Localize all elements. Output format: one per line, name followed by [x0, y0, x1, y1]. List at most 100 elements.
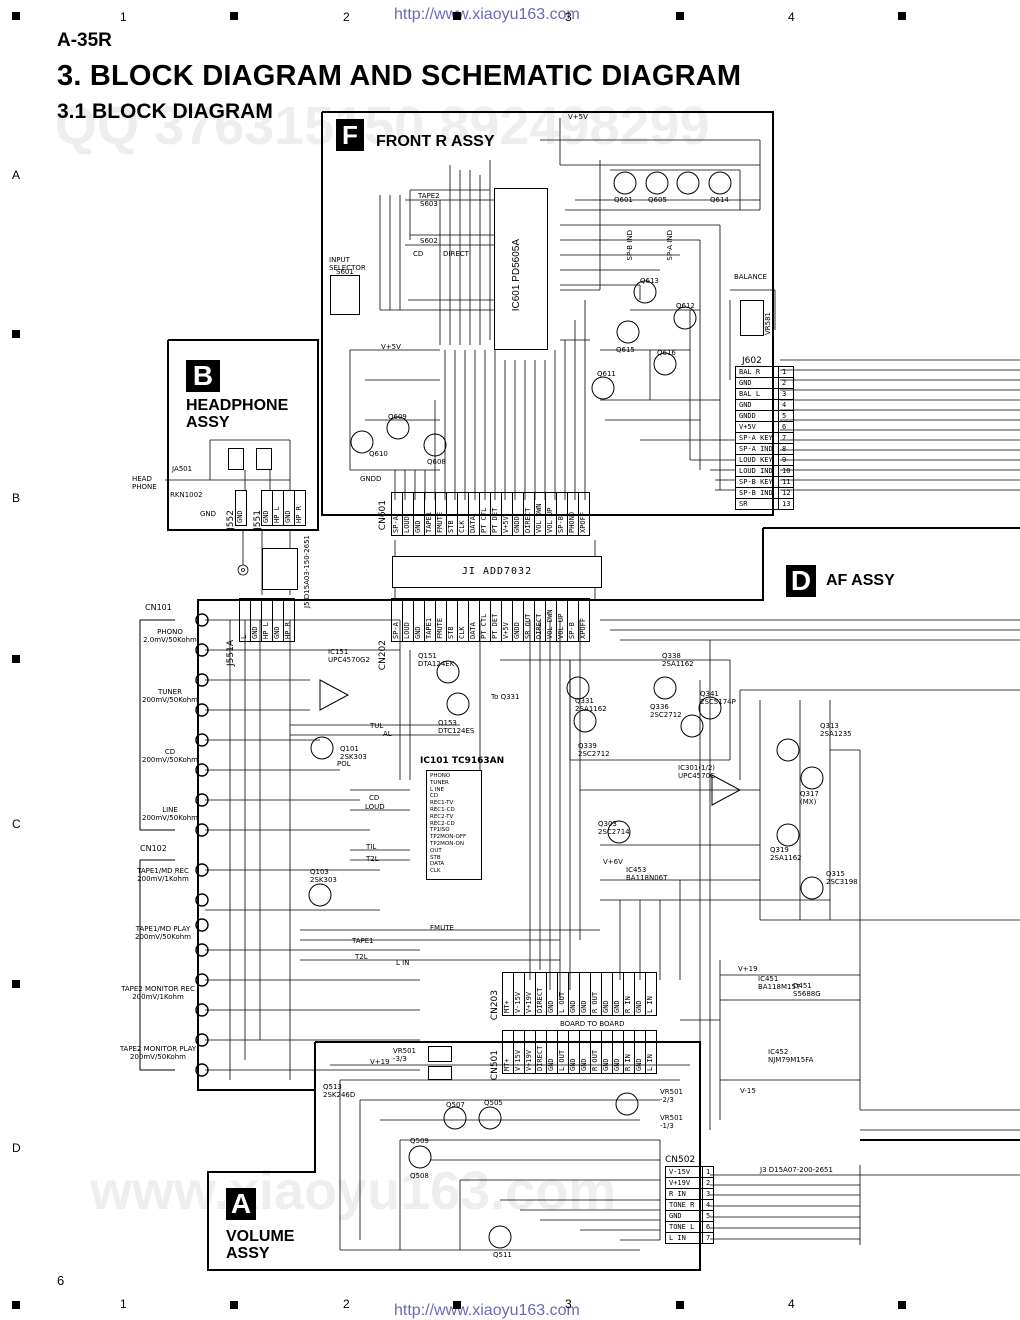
- grid-marker: [230, 1301, 238, 1309]
- q101-label: Q101 2SK303: [340, 745, 367, 761]
- grid-marker: [230, 12, 238, 20]
- ic452-label: IC452 NJM79M15FA: [768, 1048, 814, 1064]
- ic101-pin: L INE: [430, 786, 445, 793]
- cn501-pin: L IN: [645, 1030, 657, 1074]
- grid-marker: [12, 330, 20, 338]
- gndd-label: GNDD: [360, 475, 382, 483]
- q313-label: Q313 2SA1235: [820, 722, 852, 738]
- bottom-url-link[interactable]: http://www.xiaoyu163.com: [394, 1302, 580, 1319]
- ic101-pin: TUNER: [430, 779, 449, 786]
- grid-marker: [898, 12, 906, 20]
- ic101-pin: OUT: [430, 847, 442, 854]
- q103-label: Q103 2SK303: [310, 868, 337, 884]
- ic101-pin: REC2-CD: [430, 820, 455, 827]
- hp-filter-l: [228, 448, 244, 470]
- ic101-pin: TP2MON-ON: [430, 840, 464, 847]
- q341-label: Q341 2SC5174P: [700, 690, 736, 706]
- cn501-label: CN501: [490, 1050, 500, 1081]
- ic601-chip: IC601 PD5605A: [494, 188, 548, 350]
- volume-motor: [428, 1046, 452, 1062]
- af-label-cd: CD: [369, 794, 380, 802]
- q508-label: Q508: [410, 1172, 429, 1180]
- vr581-label: VR581: [764, 312, 772, 336]
- q336-label: Q336 2SC2712: [650, 703, 682, 719]
- top-url-link[interactable]: http://www.xiaoyu163.com: [394, 6, 580, 23]
- cn502-pin: L IN: [665, 1232, 703, 1244]
- grid-marker: [12, 12, 20, 20]
- cn601-connector: SP-A LOUD GND TAPE1 FMUTE STB CLK DATA P…: [391, 492, 590, 536]
- q611-label: Q611: [597, 370, 616, 378]
- tuner-input-label: TUNER 200mV/50Kohm: [141, 688, 198, 704]
- af-label-al: AL: [383, 730, 392, 738]
- input-selector-switch[interactable]: [330, 275, 360, 315]
- j602-pin-name: LOUD KEY: [735, 454, 779, 466]
- cn203-label: CN203: [490, 990, 500, 1021]
- cn502-pin: TONE L: [665, 1221, 703, 1233]
- grid-marker: [453, 1301, 461, 1309]
- af-label-til: TIL: [366, 843, 377, 851]
- ic151-label: IC151 UPC4570G2: [328, 648, 370, 664]
- vr501-c-label: VR501 -1/3: [660, 1114, 684, 1130]
- balance-label: BALANCE: [734, 273, 767, 281]
- j602-pin-name: SR: [735, 498, 779, 510]
- j602-label: J602: [742, 356, 762, 366]
- balance-knob[interactable]: [740, 300, 764, 336]
- ic101-pin: REC1-CD: [430, 806, 455, 813]
- q601-label: Q601: [614, 196, 633, 204]
- j602-pin-name: BAL L: [735, 388, 779, 400]
- model-name: A-35R: [57, 30, 112, 51]
- cd-input-label: CD 200mV/50Kohm: [141, 748, 198, 764]
- tape1-play-label: TAPE1/MD PLAY 200mV/50Kohm: [134, 925, 191, 941]
- tape1-rec-label: TAPE1/MD REC 200mV/1Kohm: [137, 867, 189, 883]
- grid-col-1-top: 1: [120, 10, 127, 24]
- af-label-pol: POL: [337, 760, 351, 768]
- direct-label: DIRECT: [443, 250, 469, 258]
- q151-label: Q151 DTA124EK: [418, 652, 455, 668]
- q609-label: Q609: [388, 413, 407, 421]
- j602-pin-name: SP-A KEY: [735, 432, 779, 444]
- ic101-pin: CD: [430, 793, 439, 800]
- vr501-a-label: VR501 -3/3: [393, 1047, 417, 1063]
- grid-marker: [898, 1301, 906, 1309]
- grid-marker: [12, 980, 20, 988]
- v-minus-15-label: V-15: [740, 1087, 756, 1095]
- v-plus-6-label: V+6V: [603, 858, 623, 866]
- q315-label: Q315 2SC3198: [826, 870, 858, 886]
- q338-label: Q338 2SA1162: [662, 652, 694, 668]
- cn601-label: CN601: [378, 500, 388, 531]
- cn501-connector: MT+ V-15V V+19V DIRECT GND L OUT GND GND…: [502, 1030, 657, 1074]
- rkn1002-label: RKN1002: [170, 491, 203, 499]
- j602-pin-name: V+5V: [735, 421, 779, 433]
- j602-pin-name: LOUD IND: [735, 465, 779, 477]
- grid-marker: [676, 12, 684, 20]
- ji-label: JI ADD7032: [461, 566, 533, 577]
- cn601-pin: XPOFF: [578, 492, 590, 536]
- cn502-pin: V-15V: [665, 1166, 703, 1178]
- cn502-pin: TONE R: [665, 1199, 703, 1211]
- ic101-pin: CLK: [430, 868, 441, 875]
- j602-pin-name: GND: [735, 399, 779, 411]
- ic101-pin: PHONO: [430, 773, 451, 779]
- ic301-label: IC301(1/2) UPC4570C: [678, 764, 716, 780]
- assy-b-name-1: HEADPHONE: [186, 397, 289, 414]
- j552-pin: GND: [235, 490, 247, 526]
- d451-label: D451 S5688G: [793, 982, 821, 998]
- watermark-url: www.xiaoyu163.com: [90, 1161, 617, 1221]
- grid-col-3-top: 3: [565, 10, 572, 24]
- phono-input-label: PHONO 2.0mV/50Kohm: [143, 628, 197, 644]
- j5-label: J5 D15A03-150-2651: [303, 535, 311, 608]
- grid-col-2-bottom: 2: [343, 1297, 350, 1311]
- j602-pin-name: GNDD: [735, 410, 779, 422]
- ic101-chip: PHONO TUNER L INE CD REC1-TV REC1-CD REC…: [426, 770, 482, 880]
- s602-label: S602: [420, 237, 438, 245]
- front-vplus5: V+5V: [568, 113, 588, 121]
- cd-label: CD: [413, 250, 424, 258]
- grid-row-d: D: [12, 1141, 21, 1155]
- sp-a-ind-label: SP-A IND: [666, 230, 674, 261]
- j551a-connector: L GND HP L GND HP R: [239, 598, 295, 642]
- ic101-pin: TP2MON-OFF: [430, 834, 467, 841]
- tape2-label: TAPE2: [418, 192, 440, 200]
- ic101-label: IC101 TC9163AN: [420, 756, 505, 766]
- assy-f-badge: F: [336, 119, 364, 151]
